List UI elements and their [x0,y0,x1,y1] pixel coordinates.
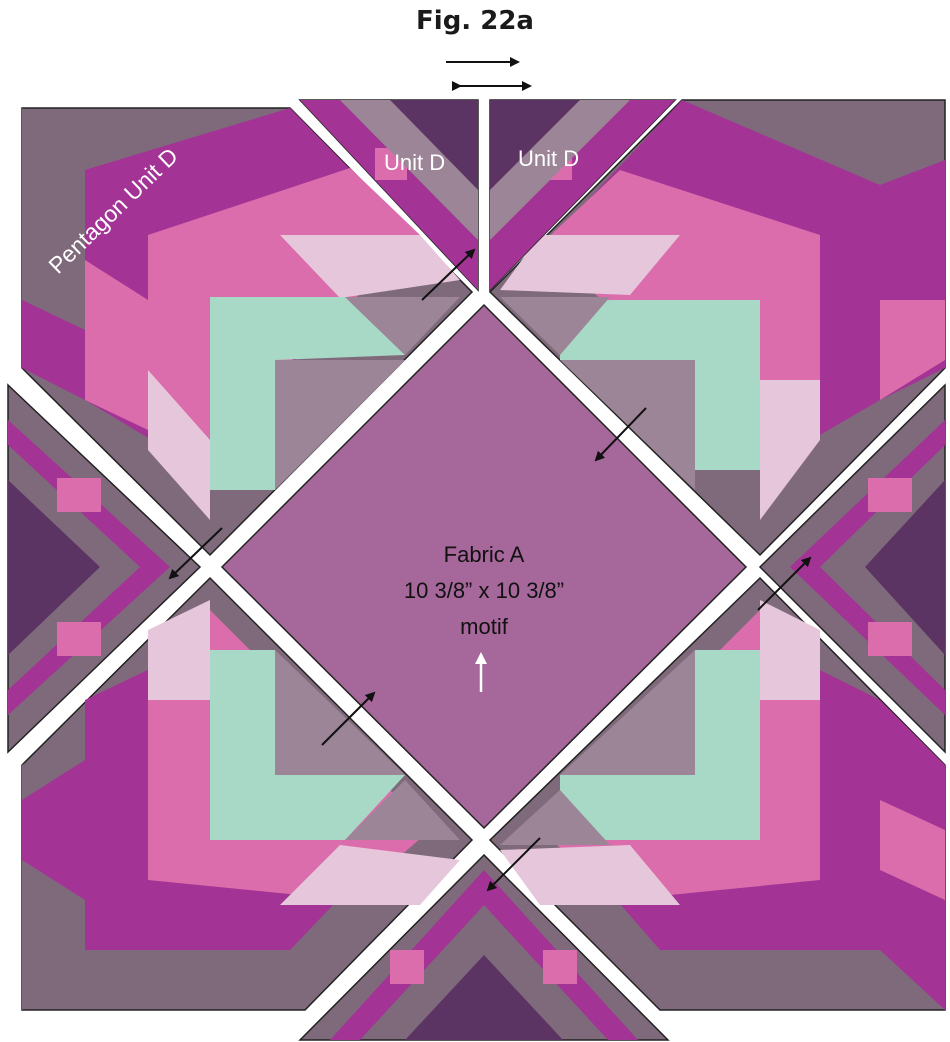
center-label-size: 10 3/8” x 10 3/8” [404,578,564,603]
unit-d-right-label: Unit D [518,146,579,171]
center-label-motif: motif [460,614,509,639]
unit-d-left-label: Unit D [384,150,445,175]
center-label-fabric: Fabric A [444,542,525,567]
